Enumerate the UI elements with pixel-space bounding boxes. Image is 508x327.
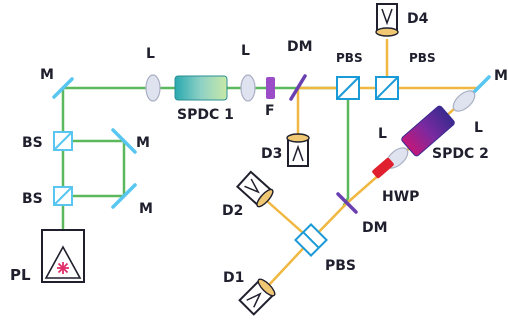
mirror-delay-upper bbox=[111, 128, 137, 154]
lens-2 bbox=[240, 74, 256, 102]
label-filter: F bbox=[265, 103, 275, 119]
detector-d4 bbox=[375, 3, 399, 37]
label-d3: D3 bbox=[261, 146, 282, 162]
label-bs-lower: BS bbox=[22, 191, 43, 207]
label-lens-2: L bbox=[241, 43, 250, 59]
label-bs-upper: BS bbox=[22, 135, 43, 151]
dichroic-mirror-top bbox=[289, 74, 307, 101]
mirror-top-left bbox=[52, 77, 74, 99]
mirror-delay-lower bbox=[111, 183, 137, 209]
label-spdc2: SPDC 2 bbox=[432, 146, 489, 162]
label-lens-1: L bbox=[146, 46, 155, 62]
beam-splitter-lower bbox=[53, 186, 73, 206]
label-d1: D1 bbox=[223, 270, 244, 286]
label-pbs-right: PBS bbox=[409, 51, 436, 65]
label-mirror-delay-upper: M bbox=[136, 135, 150, 151]
label-mirror-delay-lower: M bbox=[139, 201, 153, 217]
label-d4: D4 bbox=[407, 11, 429, 27]
label-pbs-left: PBS bbox=[336, 51, 363, 65]
laser-star-icon bbox=[57, 262, 69, 274]
detector-d3 bbox=[286, 133, 310, 167]
beam-splitter-upper bbox=[53, 131, 73, 151]
label-dm-top: DM bbox=[287, 39, 313, 55]
label-pump-laser: PL bbox=[10, 266, 31, 284]
label-d2: D2 bbox=[222, 203, 243, 219]
label-lens-4: L bbox=[474, 120, 483, 136]
filter bbox=[266, 77, 275, 99]
label-hwp: HWP bbox=[382, 189, 419, 205]
label-mirror-top-right: M bbox=[494, 68, 508, 84]
detector-d2 bbox=[236, 170, 274, 208]
detector-d1 bbox=[238, 278, 276, 316]
pbs-right bbox=[375, 76, 399, 100]
beam-paths bbox=[61, 38, 480, 288]
label-spdc1: SPDC 1 bbox=[177, 107, 234, 123]
label-lens-3: L bbox=[378, 126, 387, 142]
label-pbs-bottom: PBS bbox=[325, 258, 356, 274]
pbs-left bbox=[336, 76, 360, 100]
label-dm-bottom: DM bbox=[362, 220, 388, 236]
dichroic-mirror-bottom bbox=[336, 192, 358, 214]
half-wave-plate bbox=[372, 157, 394, 179]
lens-4 bbox=[452, 90, 476, 112]
labels: M L L SPDC 1 F DM PBS PBS D4 M L L SPDC … bbox=[10, 11, 508, 286]
pump-laser bbox=[41, 229, 85, 283]
pbs-bottom bbox=[294, 223, 328, 257]
lens-1 bbox=[145, 74, 161, 102]
label-mirror-top-left: M bbox=[40, 67, 54, 83]
spdc1-crystal bbox=[174, 75, 228, 101]
spdc2-crystal bbox=[401, 105, 455, 157]
